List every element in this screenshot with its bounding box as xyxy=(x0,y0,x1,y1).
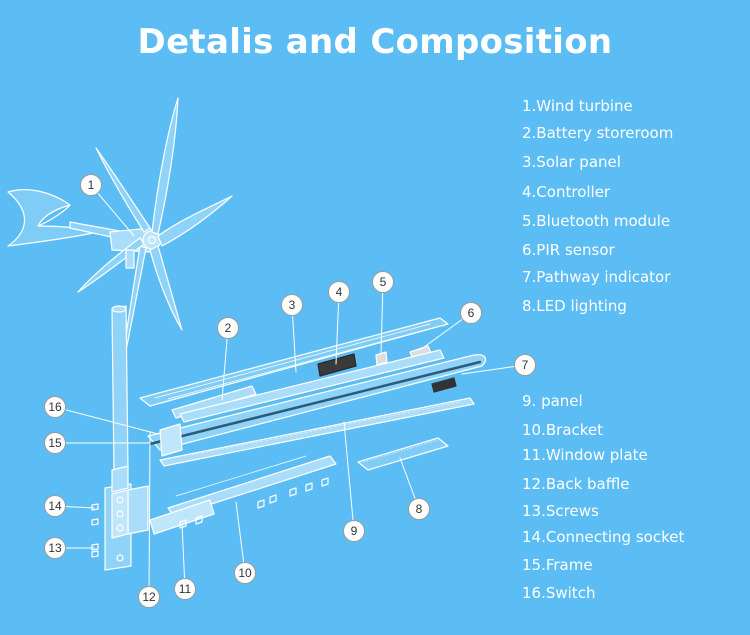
legend-item-8: 8.LED lighting xyxy=(522,297,627,315)
legend-item-9: 9. panel xyxy=(522,392,583,410)
callout-circle xyxy=(174,578,196,600)
callout-circle xyxy=(44,432,66,454)
callout-circle xyxy=(44,495,66,517)
callout-circle xyxy=(217,317,239,339)
callout-number: 9 xyxy=(351,524,358,538)
callout-circle xyxy=(80,174,102,196)
callout-number: 8 xyxy=(416,502,423,516)
callout-circle xyxy=(234,562,256,584)
callout-number: 15 xyxy=(48,436,62,450)
callout-12: 12 xyxy=(138,586,160,608)
callout-circle xyxy=(44,537,66,559)
legend-item-10: 10.Bracket xyxy=(522,421,604,439)
legend-item-6: 6.PIR sensor xyxy=(522,241,615,259)
battery-shape xyxy=(171,385,257,419)
callout-6: 6 xyxy=(460,302,482,324)
callout-circle xyxy=(44,396,66,418)
led-plate-shape xyxy=(357,437,449,471)
legend-item-3: 3.Solar panel xyxy=(522,153,621,171)
legend-item-5: 5.Bluetooth module xyxy=(522,212,671,230)
callout-8: 8 xyxy=(408,498,430,520)
legend-item-12: 12.Back baffle xyxy=(522,475,630,493)
legend-item-7: 7.Pathway indicator xyxy=(522,268,671,286)
callout-circle xyxy=(138,586,160,608)
callout-number: 11 xyxy=(179,582,192,596)
callout-number: 3 xyxy=(289,298,296,312)
screws-left xyxy=(91,503,99,558)
callout-number: 7 xyxy=(522,358,529,372)
callout-number: 16 xyxy=(48,400,62,414)
callout-10: 10 xyxy=(234,562,256,584)
legend-item-1: 1.Wind turbine xyxy=(522,97,633,115)
legend-item-2: 2.Battery storeroom xyxy=(522,124,674,142)
legend-item-14: 14.Connecting socket xyxy=(522,528,685,546)
callout-circle xyxy=(408,498,430,520)
callout-7: 7 xyxy=(514,354,536,376)
callout-5: 5 xyxy=(372,271,394,293)
panel-shape xyxy=(159,397,475,467)
callout-9: 9 xyxy=(343,520,365,542)
legend-item-16: 16.Switch xyxy=(522,584,596,602)
callout-14: 14 xyxy=(44,495,66,517)
lamp-head-drawing xyxy=(139,317,487,535)
legend-item-13: 13.Screws xyxy=(522,502,599,520)
callout-13: 13 xyxy=(44,537,66,559)
callout-number: 5 xyxy=(380,275,387,289)
legend-item-11: 11.Window plate xyxy=(522,446,648,464)
page-title: Detalis and Composition xyxy=(137,22,613,62)
callout-number: 1 xyxy=(88,178,95,192)
pole-drawing xyxy=(104,305,149,571)
callout-number: 12 xyxy=(142,590,156,604)
leader-lines xyxy=(54,184,526,598)
callout-number: 4 xyxy=(336,285,343,299)
callout-circle xyxy=(281,294,303,316)
callout-4: 4 xyxy=(328,281,350,303)
callout-15: 15 xyxy=(44,432,66,454)
callout-number: 14 xyxy=(48,499,62,513)
callout-circle xyxy=(328,281,350,303)
callout-1: 1 xyxy=(80,174,102,196)
wind-turbine-drawing xyxy=(7,97,233,393)
callout-16: 16 xyxy=(44,396,66,418)
callout-number: 2 xyxy=(225,321,232,335)
legend-item-15: 15.Frame xyxy=(522,556,593,574)
controller-shape xyxy=(317,353,357,377)
callout-number: 10 xyxy=(238,566,252,580)
callout-3: 3 xyxy=(281,294,303,316)
callout-number: 6 xyxy=(468,306,475,320)
callout-11: 11 xyxy=(174,578,196,600)
callout-circle xyxy=(514,354,536,376)
callout-number: 13 xyxy=(48,541,62,555)
legend-item-4: 4.Controller xyxy=(522,183,611,201)
callout-circle xyxy=(343,520,365,542)
callout-circle xyxy=(460,302,482,324)
callout-circle xyxy=(372,271,394,293)
callout-2: 2 xyxy=(217,317,239,339)
